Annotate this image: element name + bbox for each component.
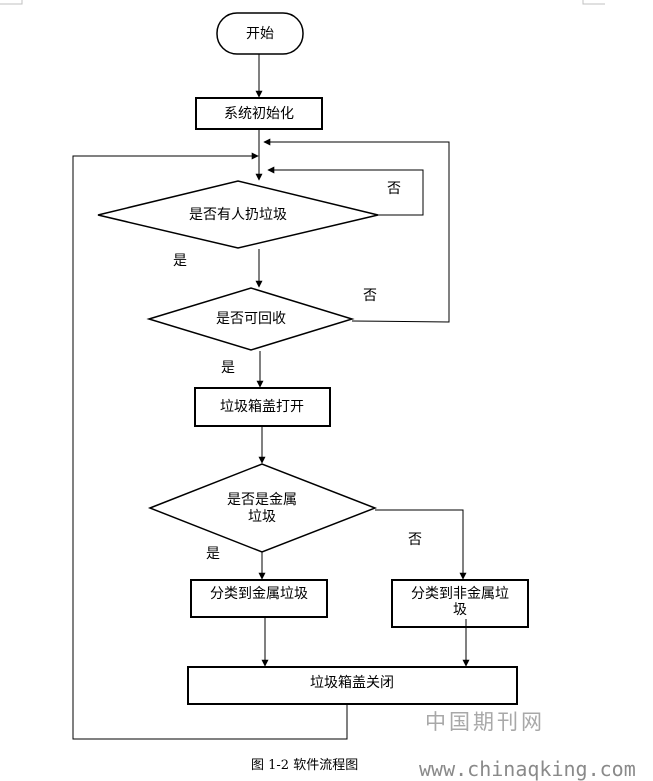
node-decision-recyclable-label: 是否可回收 <box>216 311 286 327</box>
node-decision-trash: 是否有人扔垃圾 <box>97 180 379 249</box>
process-shape <box>194 387 331 427</box>
edge-decision-metal-no <box>375 509 467 580</box>
node-to-nonmetal-label-line2: 圾 <box>453 602 467 618</box>
edge-close-lid-loop-back <box>72 152 348 740</box>
decision-shape <box>147 463 378 553</box>
edge-label-metal-no: 否 <box>408 532 422 548</box>
node-close-lid-label: 垃圾箱盖关闭 <box>310 675 394 691</box>
node-decision-trash-label: 是否有人扔垃圾 <box>189 207 287 223</box>
node-decision-metal-label-line2: 垃圾 <box>248 509 276 525</box>
node-start: 开始 <box>216 12 304 55</box>
page-corner-mark-left <box>0 0 23 5</box>
node-close-lid: 垃圾箱盖关闭 <box>187 666 518 705</box>
node-decision-metal-label-line1: 是否是金属 <box>227 492 297 508</box>
edge-label-trash-yes: 是 <box>173 253 187 269</box>
edge-label-recyclable-no: 否 <box>363 288 377 304</box>
node-decision-metal: 是否是金属 垃圾 <box>147 463 378 553</box>
watermark-site-name: 中国期刊网 <box>425 710 545 734</box>
node-to-nonmetal-label-line1: 分类到非金属垃 <box>411 586 509 602</box>
edge-decision-recyclable-no <box>263 138 450 323</box>
node-decision-recyclable: 是否可回收 <box>146 287 355 351</box>
process-shape <box>187 666 518 705</box>
node-start-label: 开始 <box>246 26 274 42</box>
page-corner-mark-right <box>582 0 605 5</box>
node-open-lid: 垃圾箱盖打开 <box>194 387 331 427</box>
process-shape <box>195 97 323 130</box>
node-open-lid-label: 垃圾箱盖打开 <box>220 398 304 415</box>
edge-label-trash-no: 否 <box>387 181 401 197</box>
terminator-shape <box>216 12 304 55</box>
node-to-nonmetal: 分类到非金属垃 圾 <box>391 579 529 628</box>
node-to-metal-label: 分类到金属垃圾 <box>210 586 308 602</box>
figure-caption: 图 1-2 软件流程图 <box>251 758 358 773</box>
process-shape <box>391 579 529 628</box>
decision-shape <box>146 287 355 351</box>
node-init-label: 系统初始化 <box>224 105 294 122</box>
edge-decision-trash-no-loop <box>267 166 424 216</box>
watermark-url: www.chinaqking.com <box>419 757 636 781</box>
process-shape <box>190 579 328 618</box>
node-to-metal: 分类到金属垃圾 <box>190 579 328 618</box>
node-init: 系统初始化 <box>195 97 323 130</box>
edge-label-metal-yes: 是 <box>206 546 220 562</box>
edge-label-recyclable-yes: 是 <box>221 360 235 376</box>
